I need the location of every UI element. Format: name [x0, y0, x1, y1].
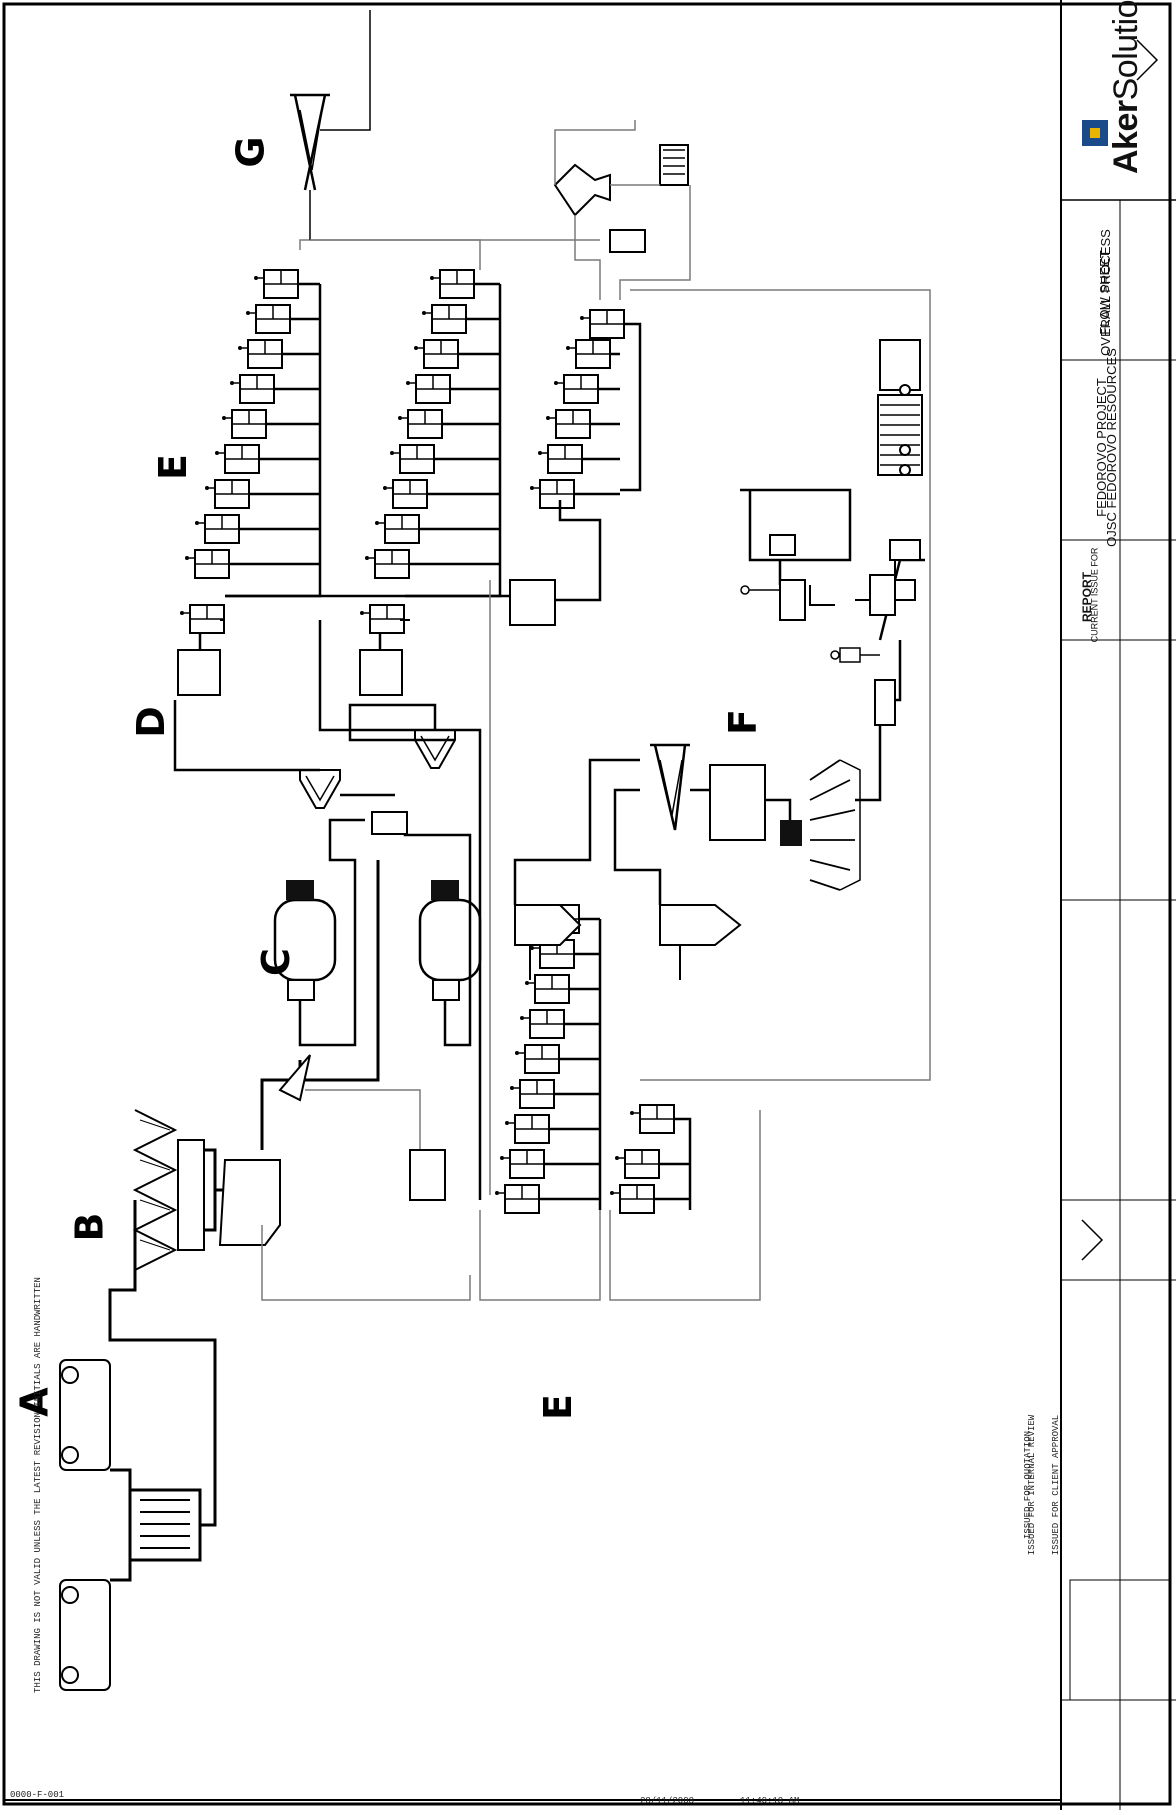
haul-truck-2: [60, 1580, 110, 1690]
tailings-pump: [770, 535, 795, 555]
concentrate-thickener: [650, 745, 690, 830]
cyclone-feed-pump: [372, 812, 407, 834]
project-name: FEDOROVO PROJECT: [1094, 378, 1109, 517]
flotation-bank-3: [530, 310, 640, 508]
pebble-crusher: [410, 1150, 445, 1200]
flotation-bank-2: [365, 270, 500, 596]
area-e-flotation-banks: [185, 240, 640, 1200]
flotation-bank-1: [185, 270, 320, 596]
section-label-b: B: [67, 1213, 111, 1242]
drawing-number: 0000-F-001: [10, 1790, 64, 1800]
flotation-bank-4: [495, 905, 600, 1213]
column-cell-2: [660, 905, 740, 945]
regrind-mill: [660, 145, 688, 185]
area-d-cyclones: [175, 605, 455, 808]
revision-3: ISSUED FOR CLIENT APPROVAL: [1051, 1415, 1061, 1555]
drawing-title-line-2: FLOW SHEET: [1097, 250, 1112, 335]
mill-motor-1: [286, 880, 314, 900]
cyclone-cluster-1: [300, 770, 340, 808]
concentrate-truck: [878, 340, 922, 475]
load-out-conveyor: [875, 680, 895, 725]
conditioner-tank-1: [178, 650, 220, 695]
area-g-thickener: [290, 10, 930, 1080]
section-label-c: C: [254, 948, 298, 976]
conditioner-tank-2: [360, 650, 402, 695]
concentrate-stockpile: [840, 760, 860, 890]
validity-note: THIS DRAWING IS NOT VALID UNLESS THE LAT…: [33, 1277, 43, 1693]
plot-time: 11:40:18 AM: [740, 1796, 799, 1806]
section-label-f: F: [721, 709, 765, 735]
sag-mill: [220, 1160, 280, 1245]
concentrate-tank: [510, 580, 555, 625]
cyclone-cluster-2: [415, 730, 455, 768]
screen: [280, 1055, 310, 1100]
regrind-cyclone: [555, 165, 610, 215]
filter-feed-tank: [710, 765, 765, 840]
section-label-e-upper: E: [151, 454, 195, 480]
section-label-d: D: [129, 706, 173, 738]
flotation-bank-5: [610, 1105, 690, 1213]
thickener-g: [290, 95, 330, 190]
mill-motor-2: [431, 880, 459, 900]
filter-press: [780, 820, 802, 846]
issue-status: REPORT: [1080, 572, 1094, 622]
company-logo: AkerSolutions: [1107, 0, 1146, 174]
plot-date: 28/11/2008: [640, 1796, 694, 1806]
reclaim-feeders: [178, 1140, 204, 1250]
area-a-primary-crusher: [60, 1200, 215, 1690]
section-label-g: G: [229, 136, 273, 167]
title-block: AkerSolutions OVERALL PROCESS FLOW SHEET…: [1060, 0, 1176, 1810]
tailings-lines: [740, 490, 915, 662]
section-label-e-lower: E: [536, 1394, 580, 1420]
haul-truck-1: [60, 1360, 110, 1470]
revision-2: ISSUED FOR QUOTATION: [1023, 1431, 1033, 1539]
